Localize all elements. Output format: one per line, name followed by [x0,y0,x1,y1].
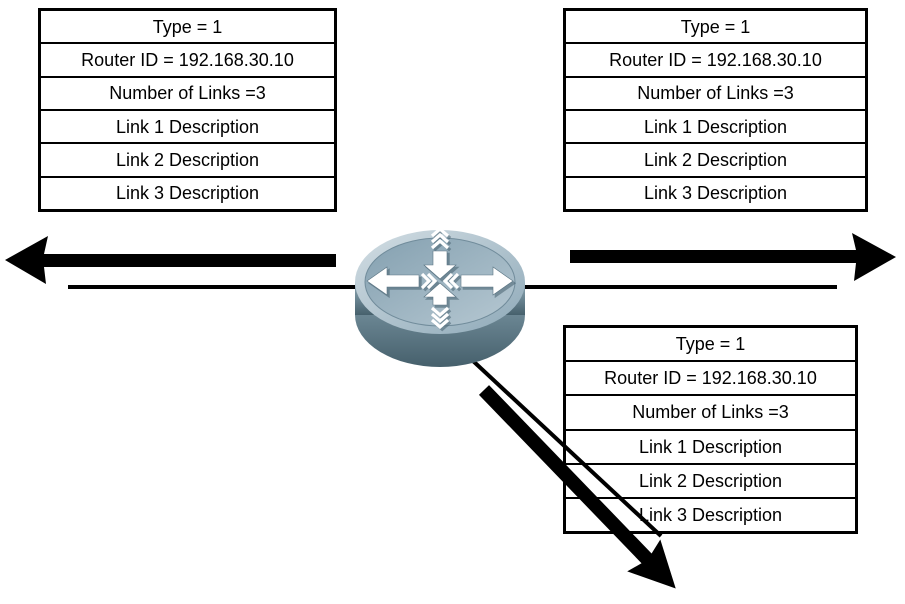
lsa-table-bottom-right: Type = 1 Router ID = 192.168.30.10 Numbe… [563,325,858,534]
lsa-field-link2: Link 2 Description [566,465,855,499]
lsa-field-link1: Link 1 Description [566,431,855,465]
network-link-diagonal [470,358,663,538]
router-arrow-down-icon [423,250,457,280]
router-icon [355,226,525,367]
lsa-field-type: Type = 1 [41,11,334,45]
lsa-field-num-links: Number of Links =3 [41,78,334,111]
router-arrow-left-icon [366,266,420,296]
lsa-field-link3: Link 3 Description [638,504,783,525]
lsa-flood-arrow-right [570,233,896,281]
router-arrow-up-icon [423,282,457,306]
lsa-field-link3: Link 3 Description [115,183,260,204]
lsa-field-num-links: Number of Links =3 [566,396,855,431]
router-arrows-icon [366,226,514,330]
lsa-field-type: Type = 1 [566,11,865,45]
lsa-field-link1: Link 1 Description [566,111,865,145]
lsa-table-left: Type = 1 Router ID = 192.168.30.10 Numbe… [38,8,337,212]
lsa-flood-arrow-diagonal [478,385,676,589]
lsa-field-link2: Link 2 Description [41,144,334,178]
lsa-field-router-id: Router ID = 192.168.30.10 [566,44,865,78]
lsa-field-type: Type = 1 [566,328,855,363]
lsa-flood-arrow-left [5,236,336,284]
router-arrow-right-icon [460,266,514,296]
lsa-field-link2: Link 2 Description [566,144,865,178]
lsa-field-router-id: Router ID = 192.168.30.10 [566,362,855,397]
lsa-field-link3: Link 3 Description [643,183,788,204]
lsa-field-num-links: Number of Links =3 [566,78,865,111]
router-chevrons-icon [420,226,460,330]
lsa-field-link1: Link 1 Description [41,111,334,145]
lsa-field-router-id: Router ID = 192.168.30.10 [41,44,334,78]
lsa-table-top-right: Type = 1 Router ID = 192.168.30.10 Numbe… [563,8,868,212]
